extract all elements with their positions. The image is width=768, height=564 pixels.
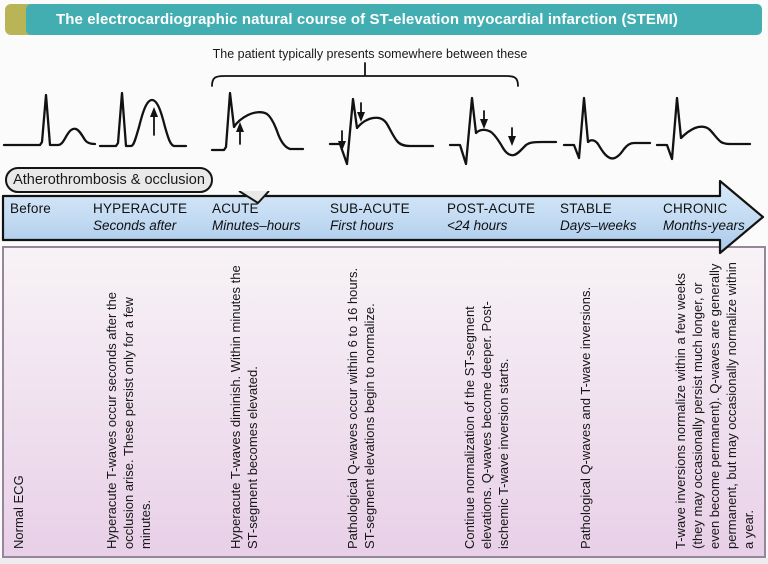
arrow-down-icon <box>338 141 346 151</box>
stage-postacute: POST-ACUTE <24 hours <box>447 201 536 233</box>
stage-hyperacute: HYPERACUTE Seconds after <box>93 201 188 233</box>
description-chronic: T-wave inversions normalize within a few… <box>673 262 756 549</box>
description-hyperacute: Hyperacute T-waves occur seconds after t… <box>104 292 153 549</box>
ecg-hyperacute-waveform <box>98 91 188 148</box>
stage-chronic: CHRONIC Months-years <box>663 201 745 233</box>
arrow-down-icon <box>357 112 365 122</box>
page-title: The electrocardiographic natural course … <box>56 11 678 28</box>
stage-subacute: SUB-ACUTE First hours <box>330 201 410 233</box>
ecg-acute-waveform <box>210 91 305 152</box>
descriptions-panel <box>2 246 766 558</box>
stage-stable: STABLE Days–weeks <box>560 201 637 233</box>
arrow-up-icon <box>236 122 244 132</box>
description-normal: Normal ECG <box>11 475 26 549</box>
header-bar: The electrocardiographic natural course … <box>26 4 762 35</box>
brace-icon <box>211 62 519 87</box>
presentation-annotation: The patient typically presents somewhere… <box>212 47 528 61</box>
occlusion-pointer-icon <box>238 191 270 204</box>
arrow-down-icon <box>508 136 516 146</box>
description-postacute: Continue normalization of the ST-segment… <box>462 301 511 549</box>
timeline-arrow <box>1 179 765 255</box>
arrow-up-icon <box>150 107 158 117</box>
ecg-normal-waveform <box>2 93 97 147</box>
stage-before: Before <box>10 201 51 216</box>
description-acute: Hyperacute T-waves diminish. Within minu… <box>228 265 260 549</box>
description-stable: Pathological Q-waves and T-wave inversio… <box>578 286 593 549</box>
description-subacute: Pathological Q-waves occur within 6 to 1… <box>345 267 377 549</box>
stage-acute: ACUTE Minutes–hours <box>212 201 301 233</box>
occlusion-callout-label: Atherothrombosis & occlusion <box>13 172 205 188</box>
ecg-subacute-waveform <box>328 97 435 166</box>
bottom-strip <box>0 558 768 564</box>
ecg-postacute-waveform <box>448 96 558 166</box>
ecg-chronic-waveform <box>655 96 752 161</box>
occlusion-callout: Atherothrombosis & occlusion <box>5 167 213 193</box>
ecg-stable-waveform <box>562 96 652 160</box>
arrow-down-icon <box>480 119 488 129</box>
